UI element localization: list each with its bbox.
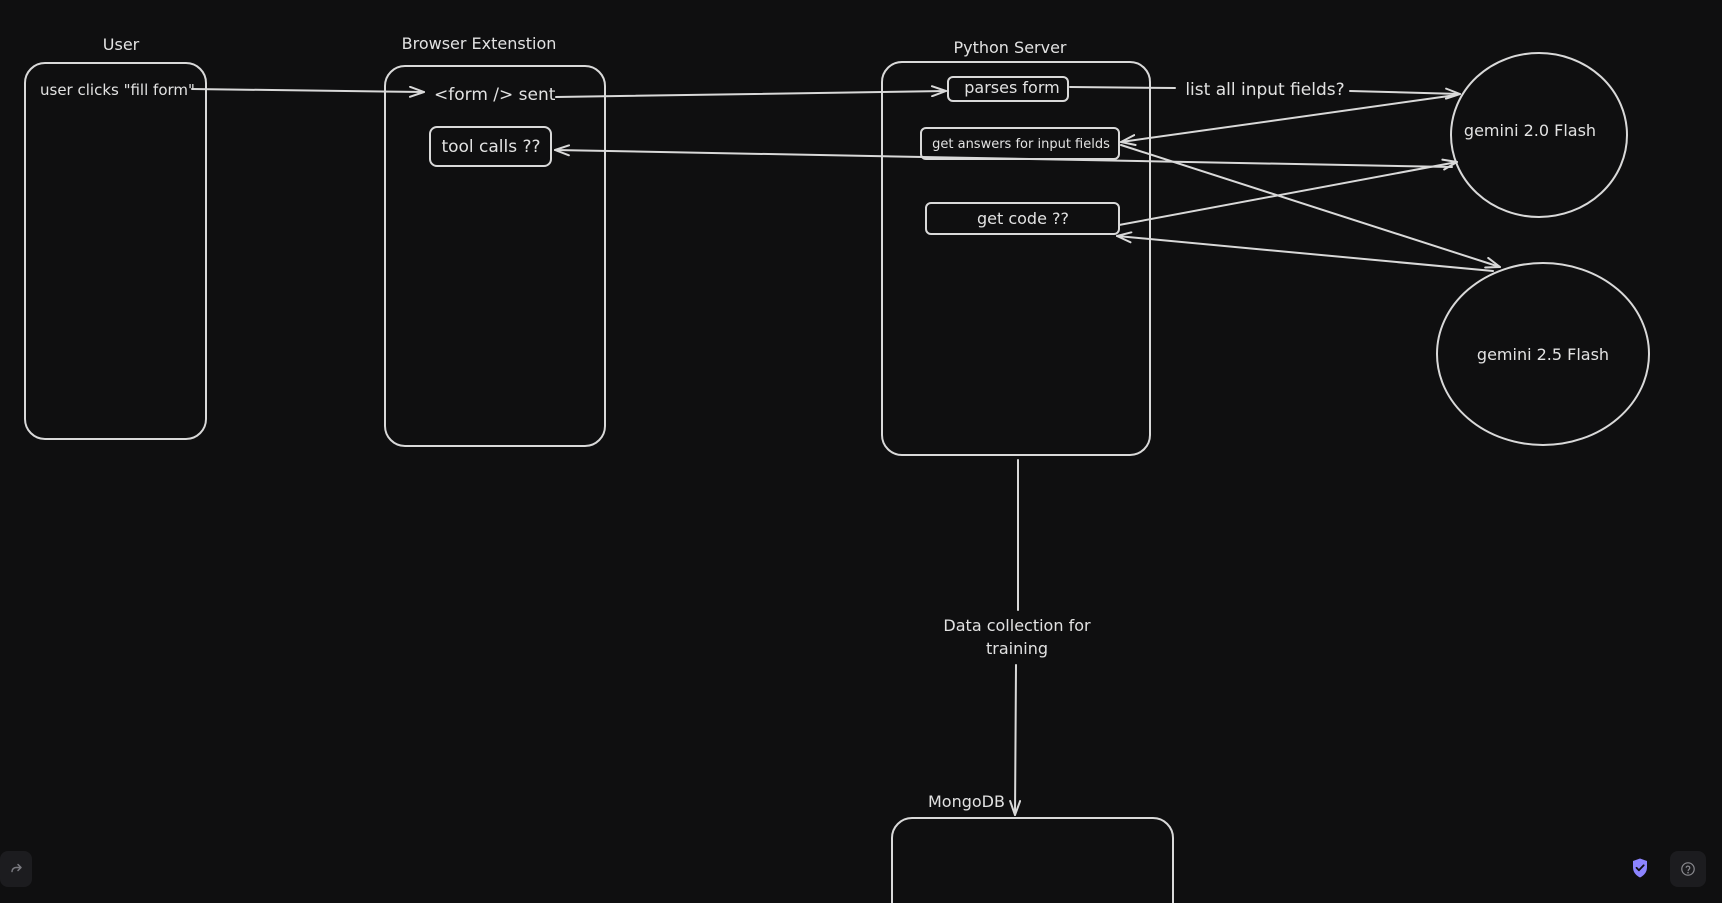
mongodb-title: MongoDB — [928, 792, 1005, 811]
get-code-node[interactable] — [925, 202, 1120, 235]
help-icon — [1681, 862, 1695, 876]
extension-title: Browser Extenstion — [402, 34, 557, 53]
arrow-data-collection-to-mongodb — [1009, 664, 1022, 816]
parses-form-node[interactable] — [947, 76, 1069, 102]
gemini-25-node[interactable] — [1436, 262, 1650, 446]
shield-button[interactable] — [1622, 850, 1658, 886]
arrow-gemini20-to-tool-calls — [554, 144, 1453, 168]
parses-form-text: parses form — [964, 78, 1059, 97]
user-action-text: user clicks "fill form" — [40, 81, 195, 99]
mongodb-container[interactable] — [891, 817, 1174, 903]
redo-button[interactable] — [0, 851, 32, 887]
help-button[interactable] — [1670, 851, 1706, 887]
server-title: Python Server — [953, 38, 1066, 57]
get-answers-text: get answers for input fields — [932, 137, 1110, 152]
arrow-user-to-extension — [191, 85, 425, 98]
extension-container[interactable] — [384, 65, 606, 447]
gemini-20-node[interactable] — [1450, 52, 1628, 218]
list-fields-edge-label: list all input fields? — [1185, 80, 1344, 100]
get-code-text: get code ?? — [977, 209, 1069, 228]
user-title: User — [103, 35, 140, 54]
redo-icon — [11, 863, 22, 873]
arrow-list-fields-to-gemini20 — [1349, 87, 1461, 100]
data-collection-label-line-1: Data collection for — [943, 616, 1091, 635]
arrow-gemini25-to-code — [1116, 231, 1494, 272]
arrow-gemini20-to-answers — [1120, 94, 1457, 147]
arrow-code-to-gemini20 — [1118, 158, 1458, 226]
user-container[interactable] — [24, 62, 207, 440]
tool-calls-node[interactable] — [429, 126, 552, 167]
server-container[interactable] — [881, 61, 1151, 456]
data-collection-label-line-2: training — [986, 639, 1048, 658]
form-sent-text: <form /> sent — [434, 85, 556, 105]
gemini-20-label: gemini 2.0 Flash — [1464, 121, 1596, 140]
gemini-25-label: gemini 2.5 Flash — [1477, 345, 1609, 364]
shield-check-icon — [1633, 858, 1647, 878]
arrow-answers-to-gemini25 — [1120, 144, 1501, 269]
tool-calls-text: tool calls ?? — [441, 137, 540, 157]
arrow-extension-to-server — [555, 85, 947, 98]
arrow-parse-to-gemini20 — [1069, 86, 1176, 89]
